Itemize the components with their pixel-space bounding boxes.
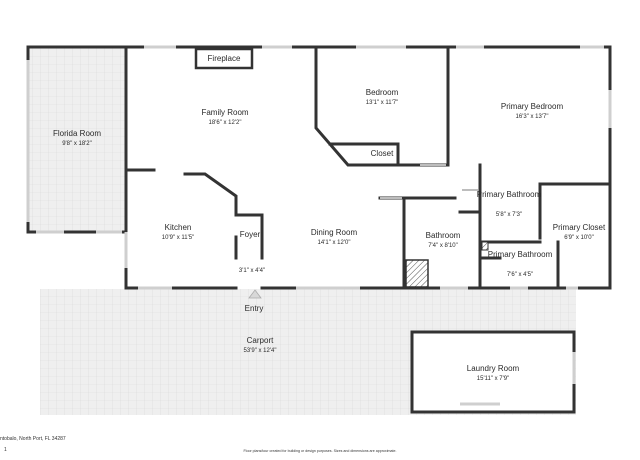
- family-room-name: Family Room: [201, 108, 248, 117]
- primary-bedroom-name: Primary Bedroom: [501, 102, 564, 111]
- primary-bathroom-dims: 5'8" x 7'3": [496, 212, 522, 218]
- primary-bathroom-2-dims: 7'6" x 4'5": [507, 272, 533, 278]
- foyer-name: Foyer: [240, 230, 261, 239]
- primary-bedroom-dims: 16'3" x 13'7": [516, 114, 549, 120]
- bathroom-dims: 7'4" x 8'10": [428, 243, 458, 249]
- entry-label: Entry: [245, 304, 264, 313]
- utility-shaft: [405, 259, 429, 288]
- florida-room-floor: [28, 47, 126, 232]
- primary-closet-name: Primary Closet: [553, 223, 606, 232]
- laundry-room-dims: 15'11" x 7'9": [477, 376, 509, 382]
- carport-name: Carport: [247, 336, 274, 345]
- carport-dims: 53'9" x 12'4": [244, 348, 277, 354]
- foyer-dims: 3'1" x 4'4": [239, 268, 265, 274]
- footer-disclaimer: Floor plans/tour created for building or…: [243, 449, 396, 453]
- fireplace-label: Fireplace: [208, 54, 241, 63]
- laundry-room-name: Laundry Room: [467, 364, 520, 373]
- bedroom-dims: 13'1" x 11'7": [366, 100, 398, 106]
- windows: [26, 45, 612, 406]
- kitchen-dims: 10'9" x 11'5": [162, 235, 194, 241]
- footer-page: 1: [4, 447, 7, 453]
- entry-arrow-icon: [248, 289, 262, 299]
- fireplace: [194, 47, 254, 70]
- family-room-dims: 18'6" x 12'2": [209, 120, 242, 126]
- kitchen-name: Kitchen: [165, 223, 192, 232]
- primary-closet-dims: 6'9" x 10'0": [564, 235, 594, 241]
- bathroom-name: Bathroom: [426, 231, 461, 240]
- footer-address: ntobalo, North Port, FL 34287: [0, 436, 66, 442]
- small-fixture: [481, 241, 489, 251]
- florida-room-name: Florida Room: [53, 129, 101, 138]
- closet-name: Closet: [371, 149, 394, 158]
- primary-bathroom-2-name: Primary Bathroom: [488, 250, 553, 259]
- laundry-room-floor: [412, 332, 574, 412]
- primary-bathroom-name: Primary Bathroom: [477, 190, 542, 199]
- bedroom-name: Bedroom: [366, 88, 399, 97]
- dining-room-dims: 14'1" x 12'0": [318, 240, 351, 246]
- door-openings: [380, 164, 478, 199]
- dining-room-name: Dining Room: [311, 228, 358, 237]
- florida-room-dims: 9'8" x 18'2": [62, 141, 92, 147]
